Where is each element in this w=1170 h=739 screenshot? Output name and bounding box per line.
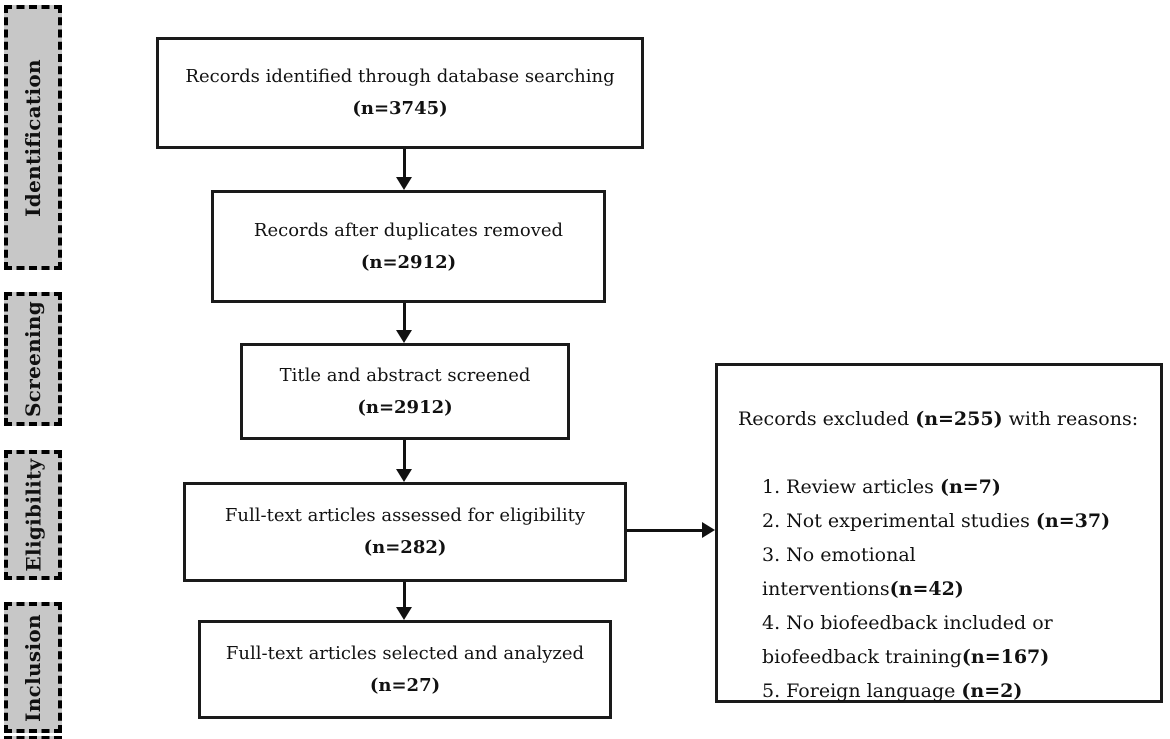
stage-identification: Identification — [4, 5, 62, 270]
records-excluded-title-count: (n=255) — [915, 408, 1003, 430]
stage-screening: Screening — [4, 292, 62, 426]
stage-eligibility: Eligibility — [4, 450, 62, 580]
stage-screening-label: Screening — [21, 301, 46, 417]
records-excluded-title-prefix: Records excluded — [738, 408, 916, 430]
box-records-excluded: Records excluded (n=255) with reasons: 1… — [715, 363, 1163, 703]
arrow-eligible-to-excluded-head — [702, 522, 715, 538]
arrow-screened-to-eligible-head — [396, 469, 412, 482]
stage-inclusion: Inclusion — [4, 602, 62, 733]
records-excluded-title-suffix: with reasons: — [1002, 408, 1139, 430]
box-title-abstract-screened-text: Title and abstract screened — [279, 364, 531, 386]
box-title-abstract-screened: Title and abstract screened (n=2912) — [240, 343, 570, 440]
arrow-duplicates-to-screened-head — [396, 330, 412, 343]
box-duplicates-removed-count: (n=2912) — [360, 251, 457, 273]
arrow-identified-to-duplicates-head — [396, 177, 412, 190]
box-duplicates-removed-text: Records after duplicates removed — [253, 219, 564, 241]
excluded-reason-1: 1. Review articles (n=7) — [762, 476, 1001, 498]
box-fulltext-assessed: Full-text articles assessed for eligibil… — [183, 482, 627, 582]
excluded-reason-2: 2. Not experimental studies (n=37) — [762, 510, 1111, 532]
box-fulltext-selected-text: Full-text articles selected and analyzed — [225, 642, 585, 664]
excluded-reason-3: 3. No emotional interventions(n=42) — [762, 544, 964, 600]
box-duplicates-removed: Records after duplicates removed (n=2912… — [211, 190, 606, 303]
stage-eligibility-label: Eligibility — [21, 458, 45, 572]
box-fulltext-selected: Full-text articles selected and analyzed… — [198, 620, 612, 719]
box-records-identified: Records identified through database sear… — [156, 37, 644, 149]
excluded-reason-5: 5. Foreign language (n=2) — [762, 680, 1023, 702]
arrow-duplicates-to-screened-line — [403, 303, 406, 331]
box-fulltext-assessed-count: (n=282) — [363, 537, 447, 558]
box-fulltext-assessed-text: Full-text articles assessed for eligibil… — [224, 505, 586, 526]
arrow-eligible-to-included-head — [396, 607, 412, 620]
box-title-abstract-screened-count: (n=2912) — [357, 396, 453, 418]
arrow-screened-to-eligible-line — [403, 440, 406, 470]
excluded-reasons-list: 1. Review articles (n=7) 2. Not experime… — [762, 470, 1122, 708]
box-records-identified-text: Records identified through database sear… — [185, 66, 615, 87]
box-fulltext-selected-count: (n=27) — [369, 674, 441, 696]
box-records-identified-count: (n=3745) — [352, 98, 448, 119]
arrow-eligible-to-included-line — [403, 582, 406, 608]
records-excluded-title: Records excluded (n=255) with reasons: — [738, 402, 1150, 436]
stage-inclusion-label: Inclusion — [21, 613, 45, 722]
stage-identification-label: Identification — [21, 58, 46, 217]
arrow-eligible-to-excluded-line — [627, 529, 703, 532]
excluded-reason-4: 4. No biofeedback included or biofeedbac… — [762, 612, 1053, 668]
stage-cutoff-fragment — [4, 736, 62, 739]
arrow-identified-to-duplicates-line — [403, 149, 406, 178]
